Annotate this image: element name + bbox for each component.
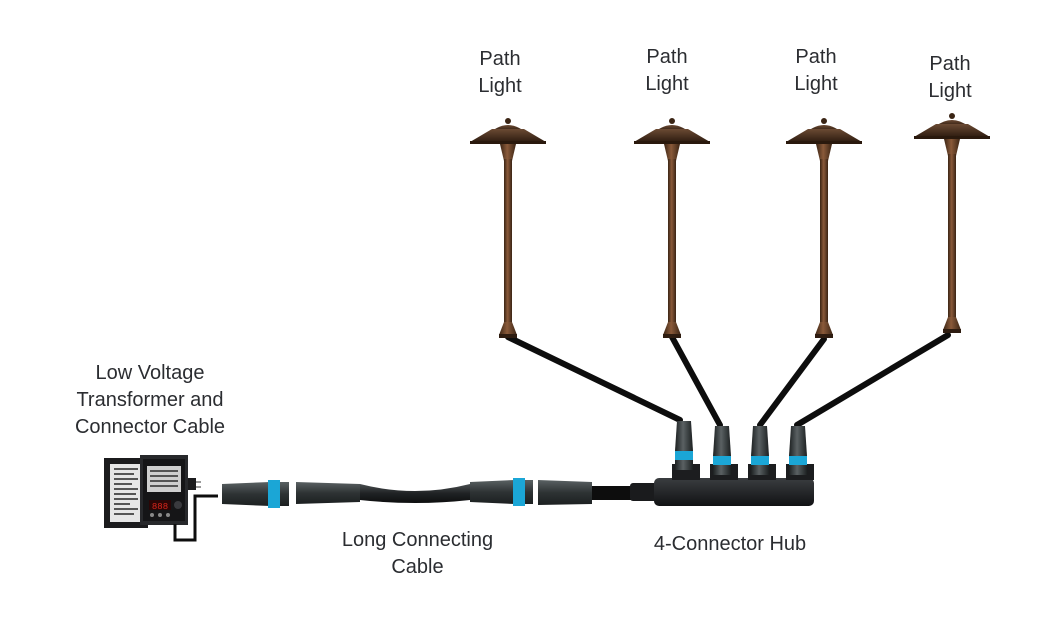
long-connecting-cable (296, 478, 533, 506)
cable-label: Long Connecting Cable (341, 529, 494, 578)
path-light-3-label: Path Light (794, 46, 838, 95)
path-light-1-label: Path Light (478, 48, 522, 97)
transformer-connector (222, 480, 289, 508)
path-light-2-label: Path Light (645, 46, 689, 95)
transformer-display: 888 (152, 502, 168, 512)
transformer-icon: 888 (104, 455, 218, 542)
path-light-1 (470, 118, 546, 338)
path-light-4 (914, 113, 990, 333)
hub-connector-1 (675, 421, 693, 470)
hub-connector-3 (751, 426, 769, 475)
hub-connector-4 (789, 426, 807, 475)
path-light-4-label: Path Light (928, 53, 972, 102)
wire-light-3 (757, 336, 827, 428)
hub-label: 4-Connector Hub (653, 533, 807, 555)
hub-connector-2 (713, 426, 731, 475)
hub-input-connector (538, 480, 658, 505)
path-light-2 (634, 118, 710, 338)
wire-light-2 (669, 334, 723, 428)
wire-light-4 (794, 332, 951, 428)
wire-light-1 (505, 334, 683, 423)
path-light-3 (786, 118, 862, 338)
transformer-label: Low Voltage Transformer and Connector Ca… (74, 362, 226, 438)
